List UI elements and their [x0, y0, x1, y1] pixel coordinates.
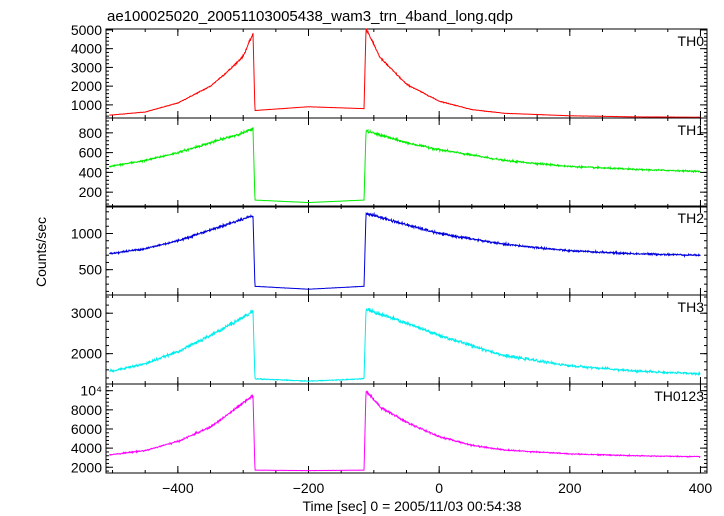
y-tick-label-TH0123: 10⁴: [80, 383, 102, 399]
panel-frame-TH0123: [105, 383, 708, 474]
y-tick-label-TH0: 5000: [71, 22, 102, 38]
y-tick-label-TH1: 800: [79, 125, 103, 141]
panel-frame-TH3: [105, 294, 708, 385]
x-tick-label: 0: [435, 480, 443, 496]
y-tick-label-TH0123: 8000: [71, 402, 102, 418]
panel-label-TH0: TH0: [678, 33, 705, 49]
y-tick-label-TH3: 2000: [71, 346, 102, 362]
y-tick-label-TH0123: 2000: [71, 459, 102, 475]
series-line-TH0123: [109, 390, 701, 472]
panel-frame-TH2: [105, 205, 708, 296]
series-line-TH3: [109, 307, 701, 383]
series-line-TH0: [109, 28, 701, 118]
y-tick-label-TH0: 4000: [71, 41, 102, 57]
panel-label-TH1: TH1: [678, 122, 705, 138]
panel-label-TH3: TH3: [678, 299, 705, 315]
x-axis-label: Time [sec] 0 = 2005/11/03 00:54:38: [302, 498, 521, 514]
y-tick-label-TH3: 3000: [71, 305, 102, 321]
y-tick-label-TH1: 600: [79, 145, 103, 161]
x-tick-label: 200: [558, 480, 582, 496]
y-tick-label-TH2: 500: [79, 262, 103, 278]
panel-frame-TH0: [105, 28, 708, 119]
y-tick-label-TH0: 2000: [71, 78, 102, 94]
series-line-TH2: [108, 211, 701, 290]
y-tick-label-TH1: 400: [79, 164, 103, 180]
x-tick-label: −200: [293, 480, 325, 496]
y-axis-label: Counts/sec: [33, 217, 49, 287]
chart-title: ae100025020_20051103005438_wam3_trn_4ban…: [107, 8, 513, 25]
y-tick-label-TH2: 1000: [71, 225, 102, 241]
y-tick-label-TH0: 3000: [71, 59, 102, 75]
panel-label-TH0123: TH0123: [654, 388, 704, 404]
x-tick-label: 400: [689, 480, 713, 496]
y-tick-label-TH0123: 6000: [71, 421, 102, 437]
panel-frame-TH1: [105, 117, 708, 208]
panel-label-TH2: TH2: [678, 210, 705, 226]
y-tick-label-TH1: 200: [79, 184, 103, 200]
x-tick-label: −400: [162, 480, 194, 496]
y-tick-label-TH0123: 4000: [71, 440, 102, 456]
series-line-TH1: [108, 127, 701, 204]
y-tick-label-TH0: 1000: [71, 97, 102, 113]
